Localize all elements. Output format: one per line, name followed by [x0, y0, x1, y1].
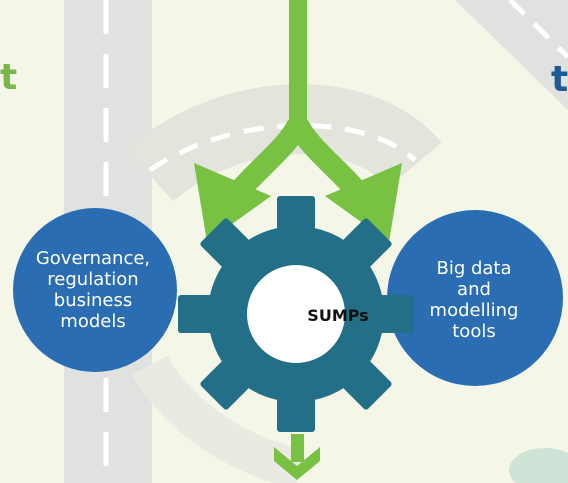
left-circle [13, 208, 177, 372]
tree-blob [509, 448, 568, 483]
down-arrow-icon [274, 434, 320, 480]
right-circle-label: Big data and modelling tools [429, 258, 519, 342]
arrow-left-head [194, 163, 271, 242]
gear-label: SUMPs [307, 305, 369, 325]
right-circle [387, 210, 563, 386]
gear-center [247, 265, 345, 363]
upper-right-road-dashes [508, 0, 568, 59]
right-partial-heading: t [551, 59, 568, 100]
arrow-right-head [325, 163, 402, 242]
left-partial-heading: t [0, 57, 18, 98]
gear-icon [178, 196, 414, 432]
left-circle-label: Governance, regulation business models [35, 248, 151, 332]
arrow-stem [289, 0, 307, 128]
split-arrow [194, 0, 402, 242]
